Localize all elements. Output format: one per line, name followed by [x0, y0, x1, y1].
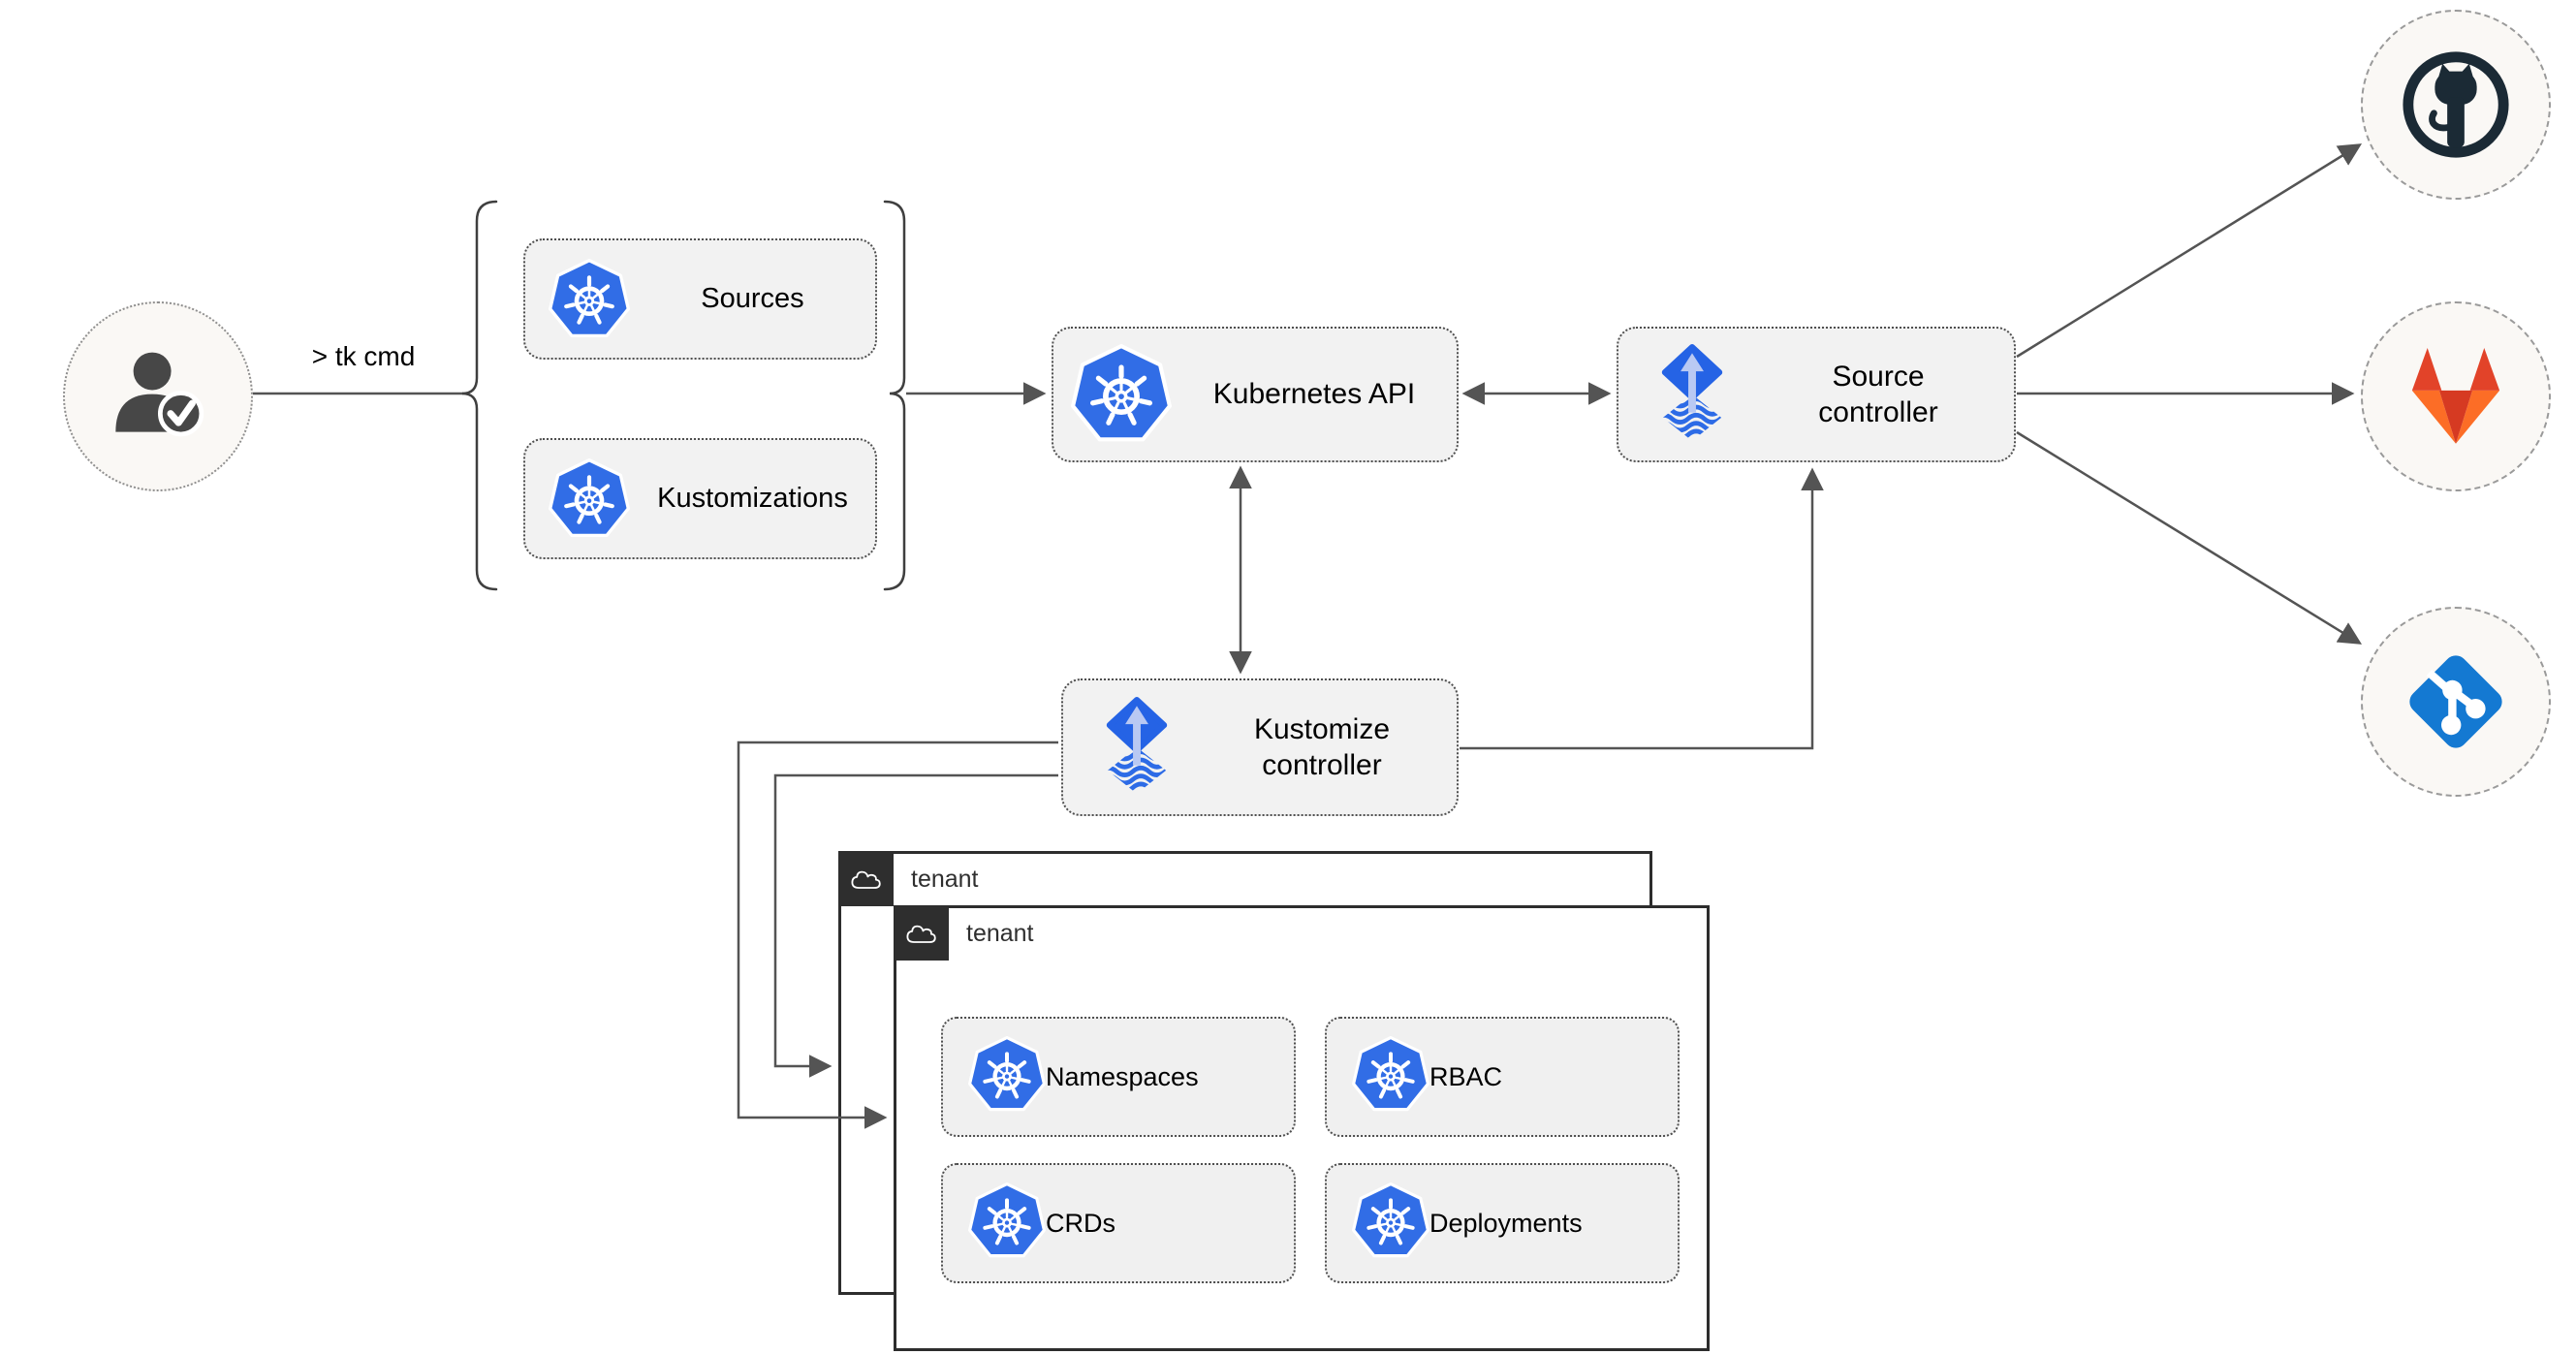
deployments-node: Deployments [1325, 1163, 1680, 1283]
kubernetes-icon [525, 458, 630, 540]
flux-icon [1618, 344, 1743, 445]
kubernetes-icon [1053, 344, 1172, 445]
gitlab-icon [2411, 347, 2500, 444]
sources-node: Sources [523, 238, 877, 360]
github-icon [2403, 51, 2509, 158]
cloud-icon [840, 853, 894, 906]
kustomizations-node: Kustomizations [523, 438, 877, 559]
kubernetes-icon [943, 1182, 1046, 1265]
cloud-icon [895, 907, 949, 961]
edge-source-controller-to-github [2016, 143, 2363, 359]
edge-source-controller-to-git [2016, 430, 2363, 645]
edge-kustomize-to-source-controller [1460, 467, 1824, 750]
kustomizations-label: Kustomizations [657, 483, 848, 515]
kubernetes-api-label: Kubernetes API [1212, 378, 1416, 411]
github-circle [2361, 10, 2551, 200]
namespaces-node: Namespaces [941, 1017, 1296, 1137]
kubernetes-icon [1327, 1182, 1429, 1265]
namespaces-label: Namespaces [1046, 1061, 1199, 1091]
gitlab-circle [2361, 301, 2551, 491]
kubernetes-icon [1327, 1036, 1429, 1119]
flux-icon [1063, 697, 1187, 798]
tenant-back-label: tenant [911, 866, 979, 893]
kubernetes-icon [525, 259, 630, 340]
crds-label: CRDs [1046, 1208, 1115, 1238]
tenant-front-label: tenant [966, 920, 1034, 947]
kustomize-controller-label: Kustomize controller [1253, 712, 1391, 782]
user-circle [63, 301, 253, 491]
tenant-box-front: tenant Namespaces RBAC CRDs Deployments [894, 905, 1710, 1351]
source-controller-node: Source controller [1617, 327, 2016, 462]
deployments-label: Deployments [1429, 1208, 1583, 1238]
left-bracket [461, 200, 498, 591]
tk-command-label: > tk cmd [311, 341, 416, 371]
source-controller-label: Source controller [1818, 360, 1938, 429]
crds-node: CRDs [941, 1163, 1296, 1283]
rbac-label: RBAC [1429, 1061, 1503, 1091]
git-circle [2361, 607, 2551, 797]
rbac-node: RBAC [1325, 1017, 1680, 1137]
kubernetes-icon [943, 1036, 1046, 1119]
git-icon [2409, 655, 2502, 748]
kubernetes-api-node: Kubernetes API [1052, 327, 1459, 462]
right-bracket [883, 200, 906, 591]
sources-label: Sources [701, 283, 804, 315]
user-check-icon [115, 352, 204, 437]
kustomize-controller-node: Kustomize controller [1061, 678, 1459, 816]
